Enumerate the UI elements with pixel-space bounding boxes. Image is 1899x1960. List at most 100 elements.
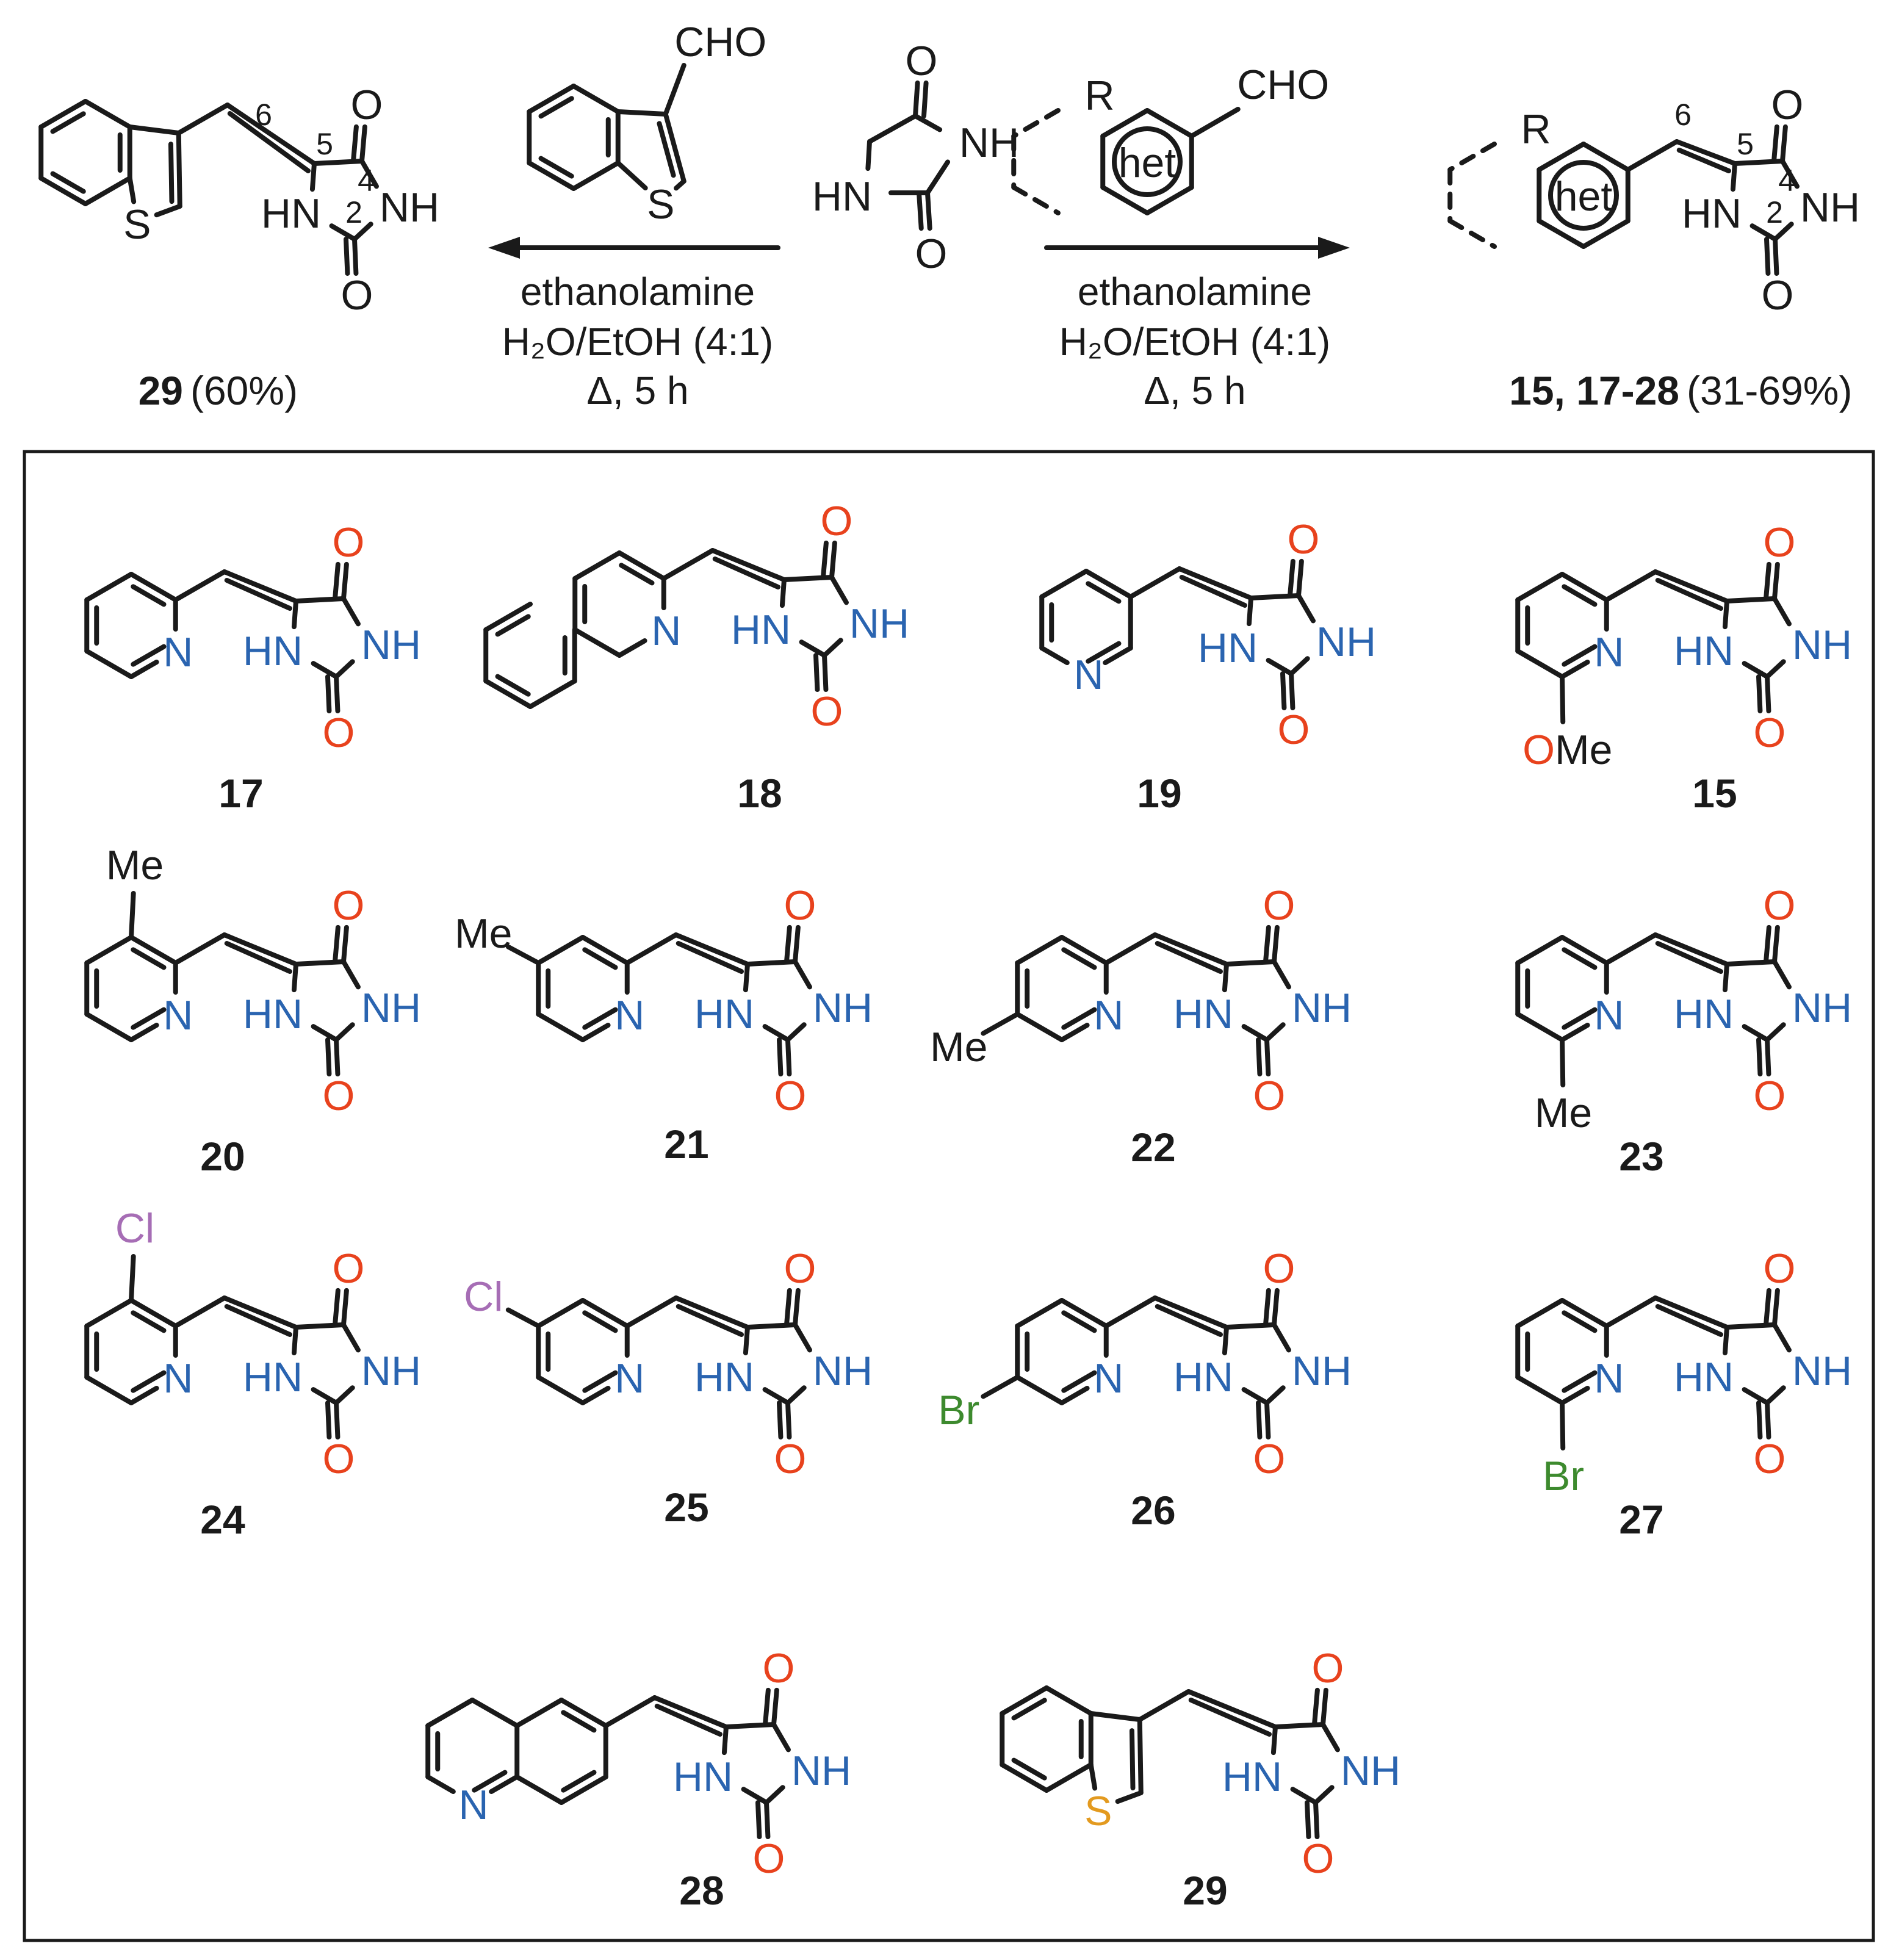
bond <box>311 1387 339 1405</box>
locant-5: 5 <box>1737 127 1754 161</box>
amide-hn: HN <box>1674 991 1734 1037</box>
bond <box>538 96 574 119</box>
bond <box>225 103 317 166</box>
bond <box>1264 1400 1271 1440</box>
bond <box>129 1298 178 1328</box>
pyridine-nitrogen: N <box>1094 1355 1123 1402</box>
left-condition: ethanolamine <box>521 270 755 314</box>
fused-ring-dashed <box>1447 218 1497 249</box>
substituent-bond <box>129 1253 136 1303</box>
bond <box>84 935 134 965</box>
bond <box>341 1288 349 1327</box>
bond <box>822 638 843 658</box>
carbonyl-oxygen-c2: O <box>323 1073 355 1119</box>
bond <box>1256 1400 1263 1440</box>
bond <box>1772 959 1792 990</box>
pyridine-nitrogen: N <box>163 629 193 676</box>
bond <box>83 99 132 129</box>
bond <box>1749 223 1778 242</box>
compound-number: 24 <box>200 1497 245 1542</box>
left-arrowhead <box>488 237 520 259</box>
bond <box>1296 593 1316 624</box>
bond <box>571 160 621 191</box>
bond <box>1241 1387 1269 1405</box>
bond <box>762 1024 790 1042</box>
bond <box>1155 941 1223 974</box>
right-condition: Δ, 5 h <box>1144 369 1245 413</box>
bond <box>334 659 355 679</box>
carbonyl-oxygen-c4: O <box>1312 1645 1344 1692</box>
bond <box>131 947 167 970</box>
bond <box>1155 1304 1223 1337</box>
bond <box>1515 1298 1565 1328</box>
carbonyl-oxygen-c4: O <box>1288 516 1320 563</box>
bond <box>1103 932 1158 965</box>
bond <box>1061 1310 1097 1333</box>
compound-number: 19 <box>1137 771 1181 816</box>
bond <box>1722 1325 1729 1356</box>
bond <box>572 627 622 658</box>
substituent-bond <box>981 1012 1020 1036</box>
methoxy-oxygen: O <box>1522 727 1555 773</box>
bond <box>1222 962 1229 993</box>
right-condition: H₂O/EtOH (4:1) <box>1059 320 1330 364</box>
carbonyl-oxygen-c2: O <box>1754 1073 1786 1119</box>
bond <box>1772 1322 1792 1353</box>
substituent-br: Br <box>938 1387 979 1433</box>
bond <box>1152 1295 1229 1330</box>
pyridine-nitrogen: N <box>1094 992 1123 1039</box>
bond <box>325 1037 332 1077</box>
bond <box>1137 1717 1144 1795</box>
bond <box>561 1770 597 1793</box>
aromatic-circle <box>1112 126 1183 197</box>
product-right-number: 15, 17-28 <box>1509 368 1679 413</box>
bond <box>1263 1288 1271 1327</box>
bond <box>1722 962 1729 993</box>
bond <box>1756 1037 1763 1077</box>
bond <box>84 572 134 602</box>
bond <box>1044 1762 1094 1793</box>
bond <box>1537 218 1586 249</box>
bond <box>1765 1400 1771 1440</box>
bond <box>1655 941 1723 974</box>
substituent-bond <box>1560 674 1566 725</box>
bond <box>582 1310 618 1333</box>
bond <box>84 1012 134 1042</box>
bond <box>1772 1288 1780 1327</box>
bond <box>173 932 227 965</box>
amide-hn: HN <box>731 607 791 653</box>
fused-ring-dashed <box>1447 142 1497 172</box>
bond <box>561 1710 597 1733</box>
imide-nh: NH <box>361 1348 421 1394</box>
bond <box>334 1400 341 1440</box>
bond <box>472 1770 508 1793</box>
bond <box>1772 561 1780 601</box>
bond <box>1061 947 1097 970</box>
bond <box>657 121 676 178</box>
bond <box>334 1022 355 1042</box>
product-right-yield: (31-69%) <box>1687 368 1852 413</box>
bond <box>1264 1022 1286 1042</box>
bond <box>785 1037 792 1077</box>
bond <box>1100 185 1150 215</box>
substituent-bond <box>505 944 541 965</box>
bond <box>571 84 621 114</box>
imide-nh: NH <box>1800 184 1860 231</box>
bond <box>222 569 298 603</box>
locant-5: 5 <box>316 127 333 161</box>
bond <box>822 653 829 693</box>
bond <box>1515 1375 1565 1405</box>
bond <box>921 80 929 118</box>
bond <box>1765 1022 1786 1042</box>
imide-nh: NH <box>959 120 1019 166</box>
bond <box>763 1687 771 1727</box>
bond <box>1222 1325 1229 1356</box>
bond <box>344 237 350 276</box>
carbonyl-oxygen-c2: O <box>1754 1436 1786 1482</box>
bond <box>785 1022 807 1042</box>
